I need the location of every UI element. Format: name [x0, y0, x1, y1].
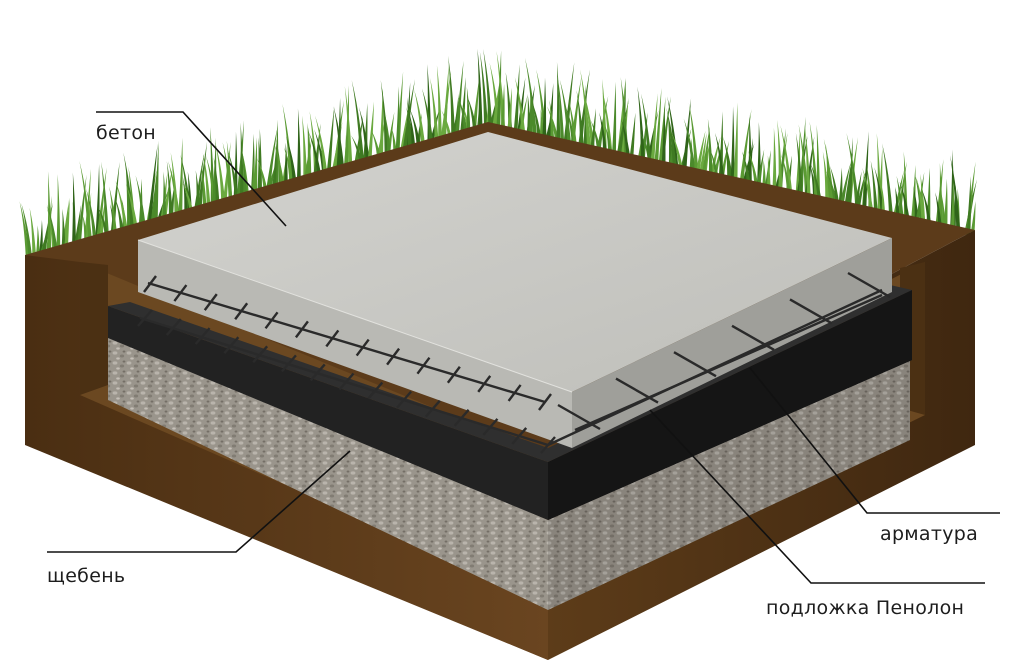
leader-concrete [96, 111, 287, 227]
rebar-grid [137, 271, 891, 454]
leader-rebar [749, 367, 1000, 514]
grass [19, 48, 977, 262]
label-underlay: подложка Пенолон [766, 597, 965, 619]
label-concrete: бетон [96, 122, 157, 144]
label-gravel: щебень [47, 565, 126, 587]
leader-underlay [649, 409, 985, 584]
leader-gravel [47, 450, 351, 553]
underlay-layer [108, 285, 912, 520]
leader-lines [47, 111, 1000, 584]
label-rebar: арматура [880, 523, 979, 545]
